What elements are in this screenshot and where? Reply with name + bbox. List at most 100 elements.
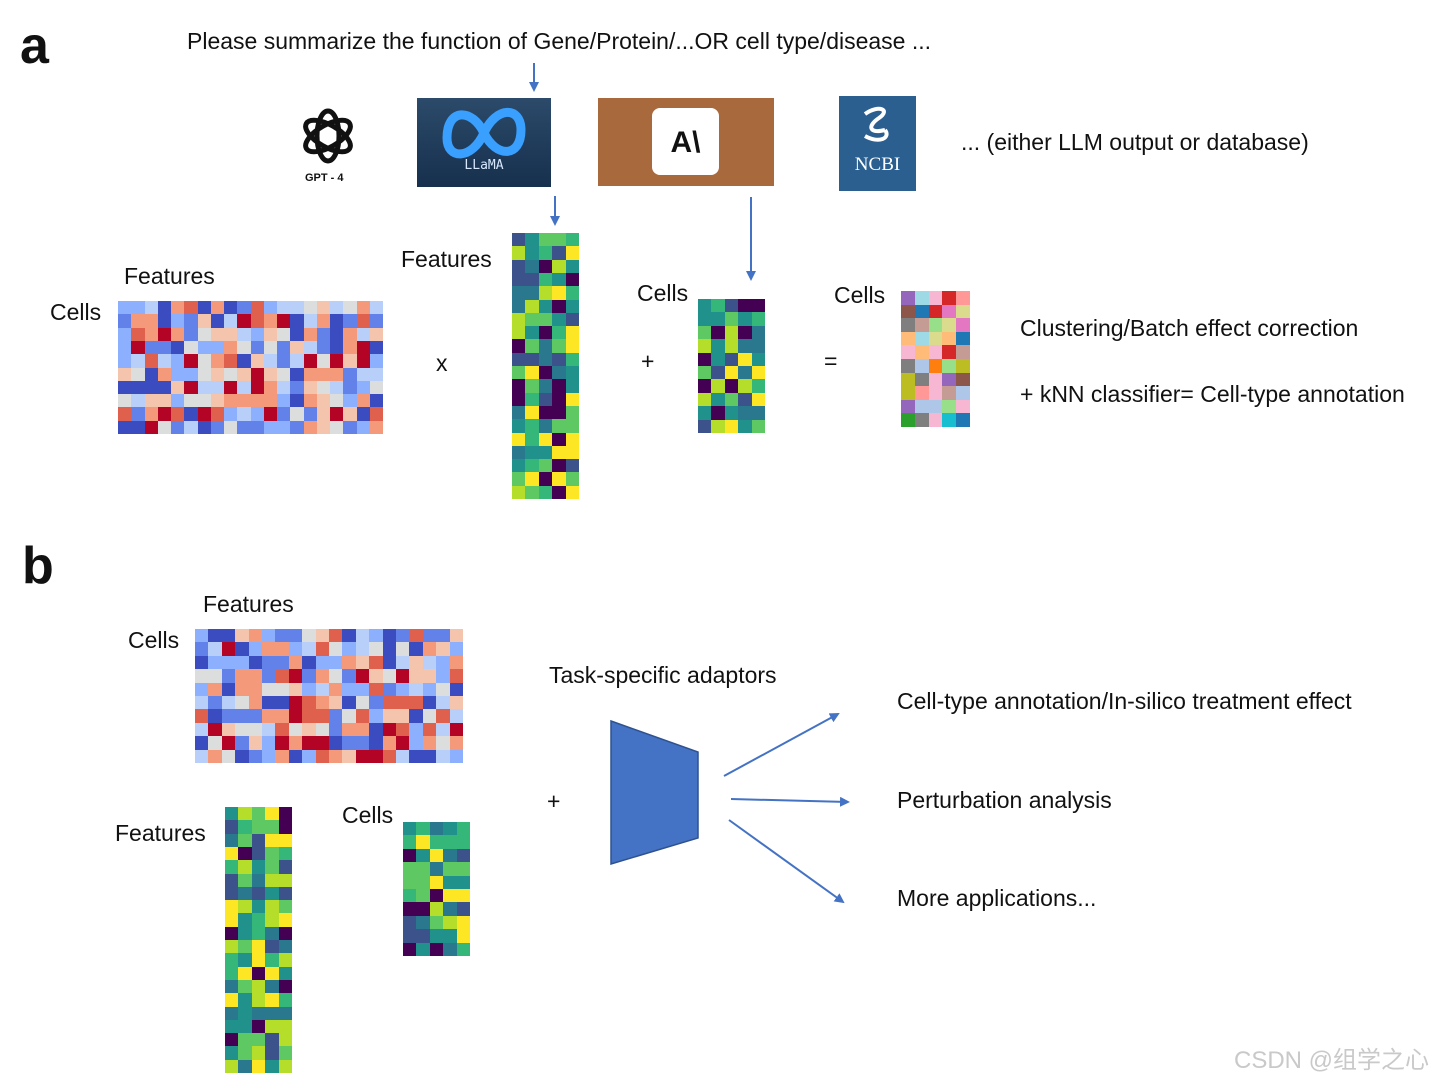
heatmap-cell xyxy=(221,722,236,737)
heatmap-cell xyxy=(416,835,430,849)
heatmap-cell xyxy=(342,669,356,683)
heatmap-cell xyxy=(328,682,343,696)
heatmap-cell xyxy=(248,709,262,723)
heatmap-cell xyxy=(512,352,526,366)
heatmap-cell xyxy=(184,420,198,434)
heatmap-cell xyxy=(277,314,291,328)
heatmap-cell xyxy=(171,367,185,381)
heatmap-cell xyxy=(251,833,266,847)
heatmap-cell xyxy=(195,629,209,643)
heatmap-cell xyxy=(278,1059,292,1073)
a-features-label-2: Features xyxy=(401,246,492,272)
heatmap-cell xyxy=(449,669,463,683)
heatmap-cell xyxy=(429,929,444,943)
heatmap-cell xyxy=(738,325,752,340)
heatmap-cell xyxy=(724,419,739,433)
b-features-label: Features xyxy=(203,591,294,617)
heatmap-cell xyxy=(928,291,943,305)
heatmap-cell xyxy=(261,749,276,763)
heatmap-cell xyxy=(738,406,752,420)
heatmap-cell xyxy=(343,380,357,395)
heatmap-cell xyxy=(221,709,236,723)
heatmap-cell xyxy=(436,669,450,683)
heatmap-cell xyxy=(157,420,171,434)
heatmap-cell xyxy=(277,354,291,368)
heatmap-cell xyxy=(288,655,303,670)
heatmap-cell xyxy=(355,722,370,737)
heatmap-cell xyxy=(225,833,239,847)
heatmap-cell xyxy=(901,291,915,305)
heatmap-cell xyxy=(343,407,357,421)
b-cell-embedding-heatmap xyxy=(403,822,470,956)
heatmap-cell xyxy=(738,379,752,393)
heatmap-cell xyxy=(416,875,430,889)
heatmap-cell xyxy=(343,354,357,368)
heatmap-cell xyxy=(403,915,417,930)
heatmap-cell xyxy=(356,367,370,381)
gpt-logo: GPT - 4 xyxy=(290,100,370,190)
heatmap-cell xyxy=(356,314,370,328)
heatmap-cell xyxy=(237,314,251,328)
heatmap-cell xyxy=(275,629,289,643)
heatmap-cell xyxy=(330,380,344,395)
heatmap-cell xyxy=(328,695,343,710)
heatmap-cell xyxy=(928,359,943,373)
heatmap-cell xyxy=(290,367,304,381)
heatmap-cell xyxy=(118,367,132,381)
heatmap-cell xyxy=(436,736,450,750)
heatmap-cell xyxy=(208,736,222,750)
heatmap-cell xyxy=(157,301,171,315)
heatmap-cell xyxy=(942,386,957,400)
heatmap-cell xyxy=(221,736,236,750)
heatmap-cell xyxy=(512,233,526,247)
heatmap-cell xyxy=(538,366,553,380)
heatmap-cell xyxy=(316,301,330,315)
heatmap-cell xyxy=(235,669,249,683)
heatmap-cell xyxy=(315,655,329,670)
heatmap-cell xyxy=(265,1046,279,1060)
llama-caption: LLaMA xyxy=(464,158,504,173)
heatmap-cell xyxy=(512,286,526,300)
heatmap-cell xyxy=(914,386,929,400)
heatmap-cell xyxy=(208,682,222,696)
heatmap-cell xyxy=(251,926,266,940)
heatmap-cell xyxy=(303,327,317,341)
heatmap-cell xyxy=(456,929,470,943)
heatmap-cell xyxy=(956,345,970,359)
heatmap-cell xyxy=(552,432,566,446)
heatmap-cell xyxy=(208,709,222,723)
heatmap-cell xyxy=(265,873,279,887)
heatmap-cell xyxy=(197,327,211,341)
heatmap-cell xyxy=(525,392,539,406)
heatmap-cell xyxy=(552,392,566,406)
heatmap-cell xyxy=(429,875,444,889)
heatmap-cell xyxy=(914,372,929,387)
heatmap-cell xyxy=(263,301,277,315)
heatmap-cell xyxy=(914,413,929,427)
heatmap-cell xyxy=(290,354,304,368)
heatmap-cell xyxy=(956,331,970,346)
heatmap-cell xyxy=(144,314,158,328)
heatmap-cell xyxy=(416,888,430,903)
heatmap-cell xyxy=(552,419,566,433)
heatmap-cell xyxy=(225,900,239,914)
heatmap-cell xyxy=(422,722,437,737)
heatmap-cell xyxy=(942,399,957,414)
heatmap-cell xyxy=(302,682,316,696)
heatmap-cell xyxy=(565,445,579,460)
heatmap-cell xyxy=(422,695,437,710)
heatmap-cell xyxy=(382,695,396,710)
heatmap-cell xyxy=(409,682,423,696)
ncbi-helix-icon xyxy=(863,106,889,142)
heatmap-cell xyxy=(422,749,437,763)
heatmap-cell xyxy=(525,299,539,313)
output-2: Perturbation analysis xyxy=(897,787,1112,813)
heatmap-cell xyxy=(698,406,712,420)
heatmap-cell xyxy=(436,695,450,710)
heatmap-cell xyxy=(525,312,539,327)
heatmap-cell xyxy=(403,888,417,903)
result-line-2: + kNN classifier= Cell-type annotation xyxy=(1020,381,1405,407)
b-cells-by-features-heatmap xyxy=(195,629,463,763)
heatmap-cell xyxy=(235,629,249,643)
heatmap-cell xyxy=(288,629,303,643)
